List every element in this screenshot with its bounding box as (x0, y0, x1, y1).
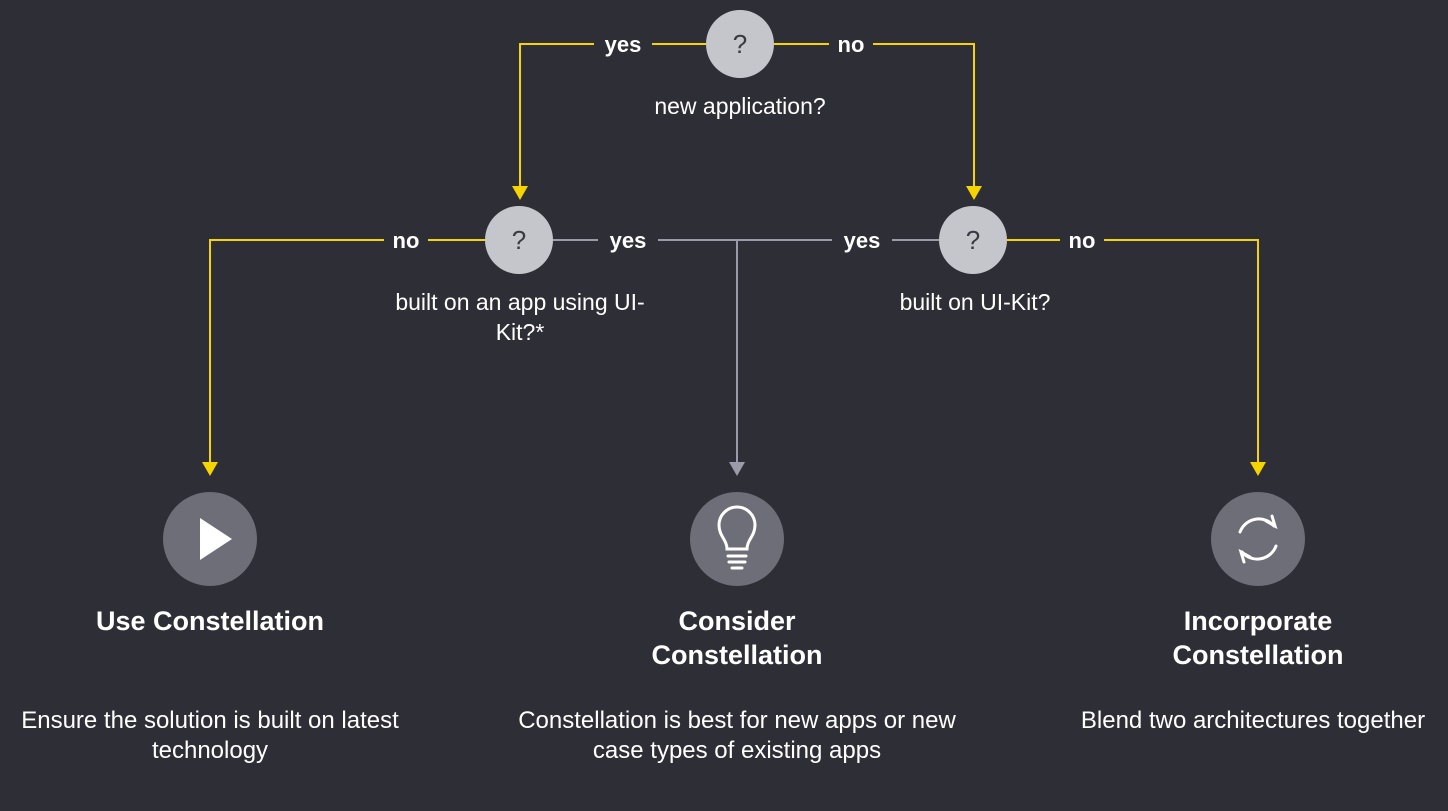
left-no-arrowhead (202, 462, 218, 476)
root-yes-arrowhead (512, 186, 528, 200)
consider-outcome-description: Constellation is best for new apps or ne… (518, 707, 956, 764)
right-decision-node: ? (939, 206, 1007, 274)
right-no-label: no (1069, 228, 1096, 253)
left-question-label: built on an app using UI-Kit?* (395, 289, 645, 345)
right-no-arrowhead (1250, 462, 1266, 476)
question-icon: ? (733, 29, 747, 59)
use-outcome-node (163, 492, 257, 586)
right-yes-label: yes (844, 228, 881, 253)
left-no-label: no (393, 228, 420, 253)
left-decision-node: ? (485, 206, 553, 274)
left-yes-label: yes (610, 228, 647, 253)
incorporate-outcome-description: Blend two architectures together (1080, 707, 1426, 734)
cycle-icon (1238, 514, 1278, 564)
root-no-arrowhead (966, 186, 982, 200)
question-icon: ? (512, 225, 526, 255)
root-yes-label: yes (605, 32, 642, 57)
root-question-label: new application? (654, 93, 826, 119)
incorporate-outcome-title: Incorporate Constellation (1172, 606, 1344, 670)
incorporate-outcome-node (1211, 492, 1305, 586)
consider-outcome-title: Consider Constellation (651, 606, 823, 670)
use-outcome-description: Ensure the solution is built on latest t… (21, 707, 399, 764)
right-question-label: built on UI-Kit? (899, 289, 1051, 315)
question-icon: ? (966, 225, 980, 255)
right-no-connector (1007, 239, 1259, 462)
consider-arrowhead (729, 462, 745, 476)
use-outcome-title: Use Constellation (95, 606, 325, 636)
consider-outcome-node (690, 492, 784, 586)
play-icon (200, 518, 232, 560)
root-decision-node: ? (706, 10, 774, 78)
root-no-label: no (838, 32, 865, 57)
lightbulb-icon (717, 505, 757, 570)
left-no-connector (209, 239, 486, 462)
